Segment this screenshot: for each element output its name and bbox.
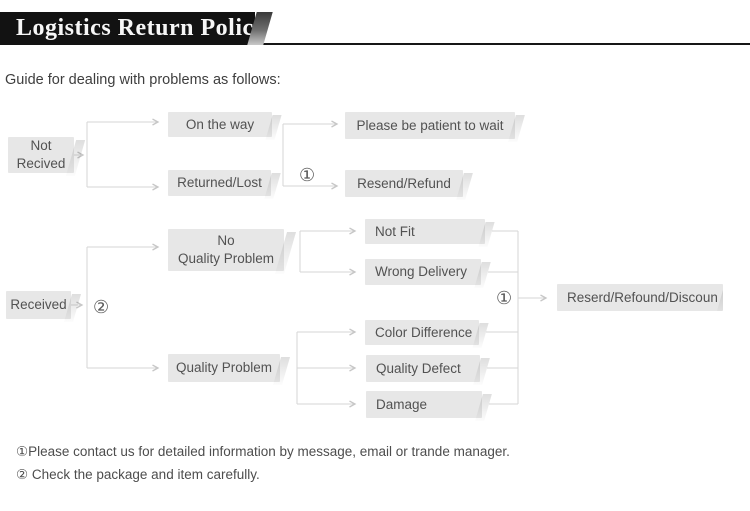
node-no-quality-problem: No Quality Problem xyxy=(168,229,284,271)
marker-circle-2: ② xyxy=(93,297,110,317)
node-received: Received xyxy=(6,291,71,319)
node-resend-refund: Resend/Refund xyxy=(345,170,463,197)
node-not-received: Not Recived xyxy=(8,137,74,173)
node-resolution: Reserd/Refound/Discoun xyxy=(557,284,723,311)
node-wrong-delivery: Wrong Delivery xyxy=(365,259,481,285)
node-damage: Damage xyxy=(366,391,482,418)
footnote-contact-us: ①Please contact us for detailed informat… xyxy=(16,444,510,459)
title-banner: Logistics Return Policy xyxy=(0,12,266,45)
footnote-check-package: ② Check the package and item carefully. xyxy=(16,467,260,482)
node-returned-lost: Returned/Lost xyxy=(168,170,271,196)
node-not-fit: Not Fit xyxy=(365,219,485,244)
marker-circle-1-section1: ① xyxy=(299,165,316,185)
node-on-the-way: On the way xyxy=(168,112,272,137)
page-title: Logistics Return Policy xyxy=(16,15,267,41)
marker-circle-1-section2: ① xyxy=(496,288,513,308)
node-quality-problem: Quality Problem xyxy=(168,354,280,382)
node-please-wait: Please be patient to wait xyxy=(345,112,515,139)
node-color-difference: Color Difference xyxy=(365,320,479,345)
node-quality-defect: Quality Defect xyxy=(366,355,480,382)
intro-text: Guide for dealing with problems as follo… xyxy=(5,72,281,88)
header-underline xyxy=(0,43,750,45)
